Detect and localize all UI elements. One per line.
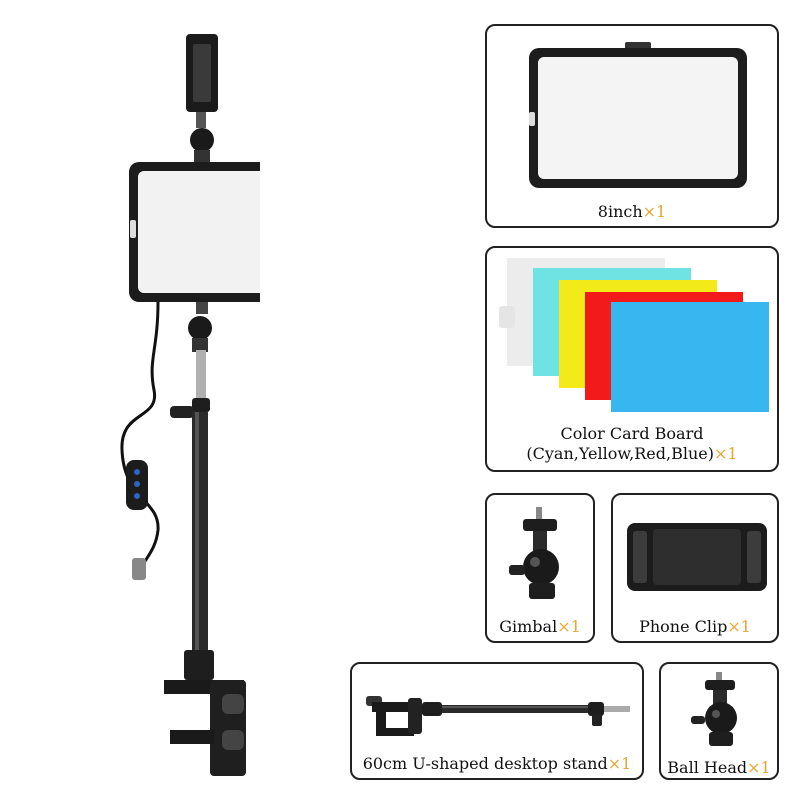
desktop-stand-name: 60cm U-shaped desktop stand xyxy=(362,754,608,773)
panel-caption: 8inch×1 xyxy=(487,202,777,222)
desk-clamp xyxy=(164,680,246,776)
item-card-ball-head: Ball Head×1 xyxy=(659,662,779,780)
color-card-name-line2: (Cyan,Yellow,Red,Blue) xyxy=(526,444,714,463)
item-card-panel: 8inch×1 xyxy=(485,24,779,228)
panel-name: 8inch xyxy=(597,202,643,221)
ball-head-image xyxy=(691,672,737,746)
card-blue xyxy=(611,302,769,412)
panel-qty: ×1 xyxy=(642,202,667,221)
gimbal-name: Gimbal xyxy=(499,617,558,636)
gimbal-qty: ×1 xyxy=(557,617,581,636)
ball-head-caption: Ball Head×1 xyxy=(661,758,777,778)
color-card-caption-line1: Color Card Board xyxy=(560,424,704,443)
phone-clip-image xyxy=(627,523,767,591)
color-card-qty: ×1 xyxy=(713,444,738,463)
phone-clip-name: Phone Clip xyxy=(639,617,728,636)
item-card-desktop-stand: 60cm U-shaped desktop stand×1 xyxy=(350,662,644,780)
gimbal-caption: Gimbal×1 xyxy=(487,617,593,637)
color-card-caption-line2: (Cyan,Yellow,Red,Blue)×1 xyxy=(487,444,777,464)
main-product-image xyxy=(120,34,260,776)
desktop-stand-caption: 60cm U-shaped desktop stand×1 xyxy=(352,754,642,774)
gimbal-image xyxy=(509,507,559,599)
item-card-color-card: Color Card Board (Cyan,Yellow,Red,Blue)×… xyxy=(485,246,779,472)
desktop-stand-image xyxy=(366,696,630,736)
ball-head-name: Ball Head xyxy=(667,758,748,777)
led-panel xyxy=(129,162,260,302)
phone-clip-qty: ×1 xyxy=(727,617,751,636)
panel-image xyxy=(529,42,747,188)
color-card-image xyxy=(499,258,769,412)
item-card-gimbal: Gimbal×1 xyxy=(485,493,595,643)
usb-cable xyxy=(120,301,160,571)
phone-clip-caption: Phone Clip×1 xyxy=(613,617,777,637)
top-phone-clip xyxy=(186,34,218,112)
ball-head-qty: ×1 xyxy=(747,758,771,777)
item-card-phone-clip: Phone Clip×1 xyxy=(611,493,779,643)
desktop-stand-qty: ×1 xyxy=(607,754,632,773)
